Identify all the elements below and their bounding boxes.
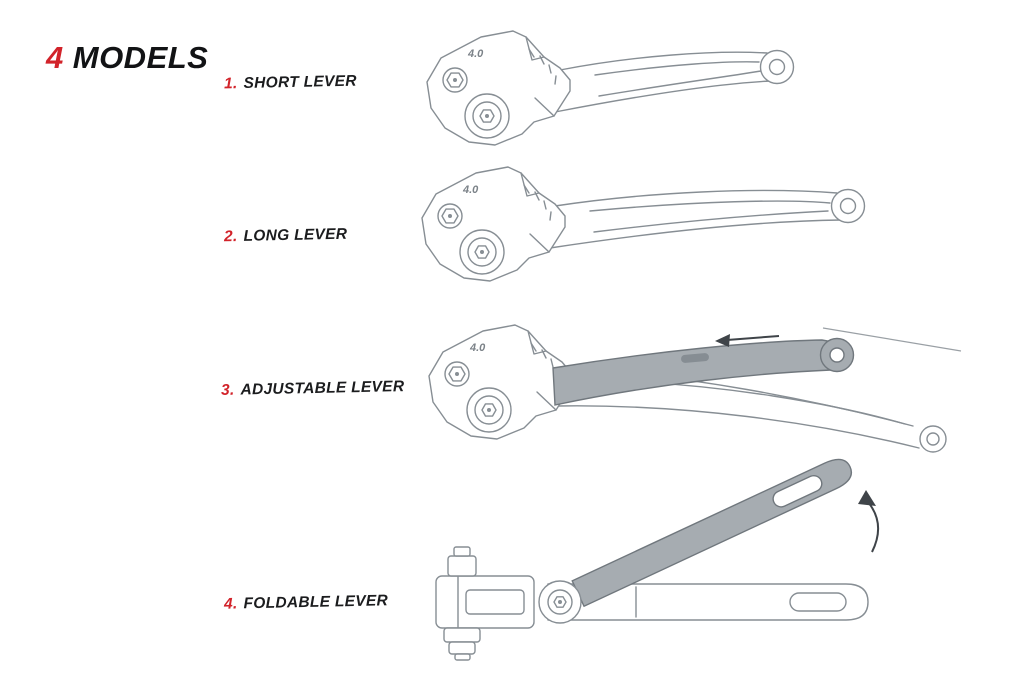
label-number: 4. [223, 595, 238, 613]
label-foldable-lever: 4. FOLDABLE LEVER [224, 592, 388, 613]
folded-lever-blade [571, 458, 853, 608]
long-lever-blade [549, 188, 866, 249]
title-number: 4 [46, 40, 64, 75]
label-adjustable-lever: 3. ADJUSTABLE LEVER [221, 378, 405, 400]
adjustable-lever-blade [556, 367, 947, 453]
label-short-lever: 1. SHORT LEVER [224, 73, 357, 94]
label-number: 1. [223, 75, 238, 93]
label-number: 3. [220, 381, 235, 399]
long-lever-drawing [421, 166, 866, 282]
foldable-lever-drawing [435, 458, 879, 661]
adjustable-lever-drawing [428, 324, 962, 453]
label-text: SHORT LEVER [243, 72, 357, 92]
fold-pivot [538, 580, 582, 624]
short-lever-drawing [426, 30, 795, 146]
adjust-arrow-icon [715, 334, 780, 347]
label-text: LONG LEVER [243, 225, 348, 245]
motion-line [822, 327, 962, 352]
label-number: 2. [223, 228, 238, 246]
title-word: MODELS [72, 40, 209, 75]
fold-arrow-icon [858, 490, 879, 553]
label-text: ADJUSTABLE LEVER [240, 378, 405, 399]
lever-base-assembly [435, 546, 869, 661]
bottom-nut-stack [443, 627, 481, 643]
top-bolt [447, 555, 477, 577]
short-lever-blade [554, 49, 795, 113]
adjusted-lever-blade [552, 337, 855, 406]
label-text: FOLDABLE LEVER [243, 592, 389, 613]
label-long-lever: 2. LONG LEVER [224, 226, 348, 247]
